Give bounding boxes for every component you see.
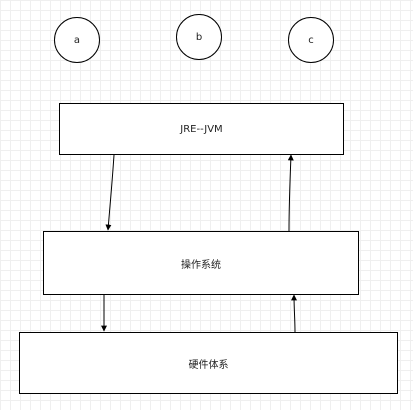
circle-node-c: c [288, 17, 334, 63]
box-hardware-label: 硬件体系 [188, 359, 229, 371]
circle-label-b: b [195, 31, 203, 43]
box-jvm: JRE--JVM [59, 103, 344, 155]
circle-label-c: c [308, 34, 314, 46]
arrow-os-to-jvm [287, 154, 294, 232]
box-jvm-label: JRE--JVM [180, 123, 223, 135]
box-hardware: 硬件体系 [19, 332, 398, 394]
box-os: 操作系统 [43, 231, 359, 295]
circle-node-b: b [176, 14, 222, 60]
arrow-hardware-to-os [291, 294, 298, 333]
circle-label-a: a [73, 34, 81, 46]
box-os-label: 操作系统 [181, 259, 221, 271]
circle-node-a: a [54, 17, 100, 63]
arrow-jvm-to-os [105, 154, 115, 231]
